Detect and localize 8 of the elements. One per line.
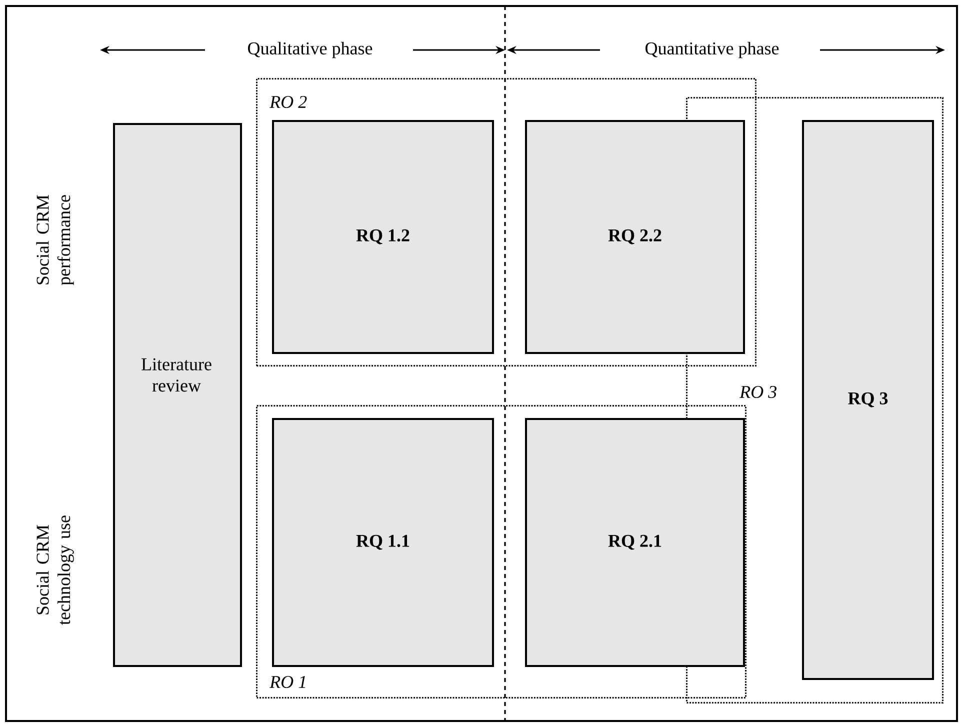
row-label: Social CRM performance <box>34 167 76 313</box>
phase-label: Quantitative phase <box>642 39 782 61</box>
question-box: RQ 3 <box>802 120 934 680</box>
row-label: Social CRM technology use <box>34 497 77 643</box>
question-box: RQ 1.1 <box>272 418 494 667</box>
phase-label: Qualitative phase <box>244 39 376 61</box>
review-box: Literature review <box>113 123 242 667</box>
question-box: RQ 1.2 <box>272 120 494 354</box>
